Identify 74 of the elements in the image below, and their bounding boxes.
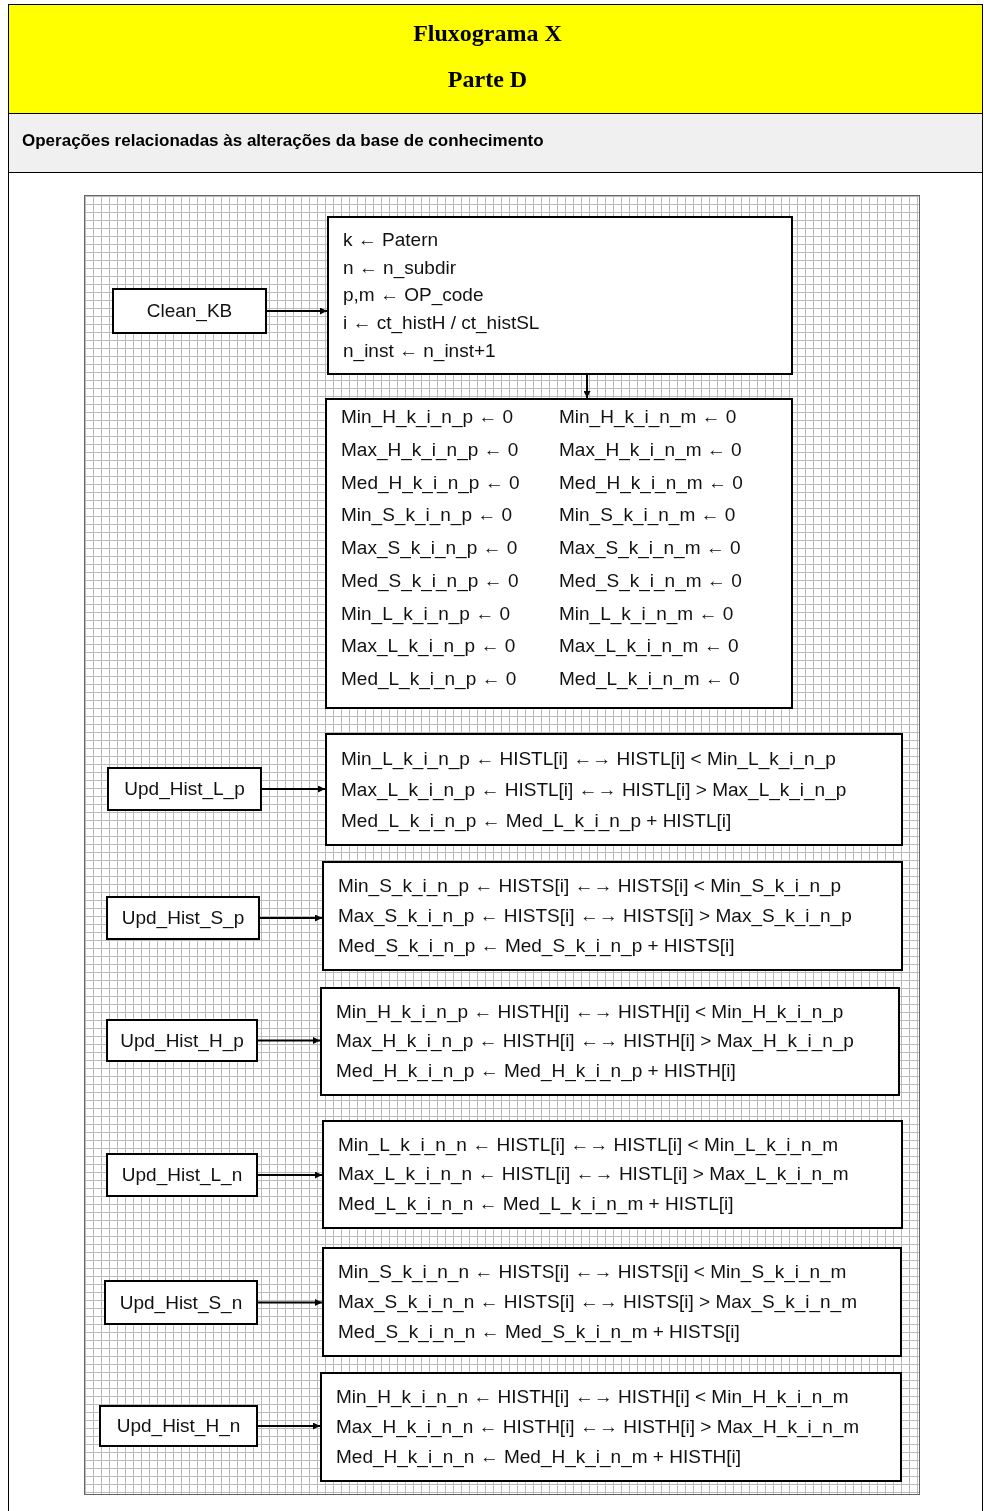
statement-text: i ← ct_histH / ct_histSL — [343, 312, 541, 335]
statement-text: Med_S_k_i_n_p ← Med_S_k_i_n_p + HISTS[i] — [338, 935, 736, 957]
statement-text: Max_H_k_i_n_p ← 0 — [341, 438, 520, 463]
statement-text: Min_L_k_i_n_p ← 0 — [341, 602, 511, 627]
subroutine-box — [106, 896, 260, 940]
process-box — [322, 1247, 902, 1357]
statement-text: Med_H_k_i_n_p ← 0 — [341, 471, 521, 496]
routine-name: Upd_Hist_L_n — [121, 1164, 243, 1186]
statement-text: Max_S_k_i_n_p ← HISTS[i] ←→ HISTS[i] > Max_S_k_i_n_p — [338, 905, 853, 927]
subroutine-box — [112, 288, 267, 334]
statement-text: Med_S_k_i_n_p ← 0 — [341, 569, 520, 594]
routine-name: Upd_Hist_S_p — [121, 907, 245, 929]
statement-text: Min_H_k_i_n_n ← HISTH[i] ←→ HISTH[i] < Min_H_k_i_n_m — [336, 1386, 850, 1408]
process-box — [325, 398, 793, 709]
statement-text: Max_L_k_i_n_m ← 0 — [559, 635, 740, 659]
process-box — [320, 1372, 902, 1482]
statement-text: Med_H_k_i_n_p ← Med_H_k_i_n_p + HISTH[i] — [336, 1060, 737, 1083]
statement-text: Max_H_k_i_n_p ← HISTH[i] ←→ HISTH[i] > Max_H_k_i_n_p — [336, 1030, 855, 1053]
statement-text: Max_L_k_i_n_p ← HISTL[i] ←→ HISTL[i] > Max_L_k_i_n_p — [341, 778, 848, 801]
statement-text: p,m ← OP_code — [343, 284, 485, 307]
arrow — [259, 914, 323, 922]
routine-name: Upd_Hist_S_n — [119, 1291, 243, 1314]
statement-text: Min_L_k_i_n_m ← 0 — [559, 602, 735, 627]
statement-text: Min_H_k_i_n_m ← 0 — [559, 406, 738, 430]
statement-text: Max_H_k_i_n_m ← 0 — [559, 438, 743, 463]
statement-text: n ← n_subdir — [343, 256, 457, 279]
statement-text: Min_S_k_i_n_n ← HISTS[i] ←→ HISTS[i] < Min_S_k_i_n_m — [338, 1261, 848, 1283]
statement-text: Med_H_k_i_n_n ← Med_H_k_i_n_m + HISTH[i] — [336, 1446, 742, 1468]
statement-text: Min_S_k_i_n_p ← 0 — [341, 504, 514, 528]
statement-text: Min_H_k_i_n_p ← 0 — [341, 406, 515, 430]
statement-text: Med_L_k_i_n_m ← 0 — [559, 668, 741, 692]
arrow — [261, 785, 326, 793]
routine-name: Upd_Hist_H_n — [116, 1415, 241, 1437]
statement-text: Min_H_k_i_n_p ← HISTH[i] ←→ HISTH[i] < Min_H_k_i_n_p — [336, 1000, 845, 1023]
statement-text: Max_S_k_i_n_p ← 0 — [341, 537, 519, 561]
process-box — [322, 861, 903, 971]
statement-text: k ← Patern — [343, 228, 440, 251]
process-box — [322, 1120, 903, 1229]
statement-text: Med_L_k_i_n_n ← Med_L_k_i_n_m + HISTL[i] — [338, 1193, 735, 1216]
statement-text: Max_L_k_i_n_n ← HISTL[i] ←→ HISTL[i] > Max_L_k_i_n_m — [338, 1163, 850, 1186]
statement-text: Med_L_k_i_n_p ← 0 — [341, 668, 518, 692]
arrow — [583, 374, 591, 399]
arrow — [257, 1422, 321, 1430]
process-box — [325, 733, 903, 846]
arrow — [266, 307, 328, 315]
statement-text: Med_S_k_i_n_m ← 0 — [559, 569, 743, 594]
statement-text: Med_S_k_i_n_n ← Med_S_k_i_n_m + HISTS[i] — [338, 1321, 741, 1343]
statement-text: Max_H_k_i_n_n ← HISTH[i] ←→ HISTH[i] > Max_H_k_i_n_m — [336, 1416, 861, 1438]
subroutine-box — [99, 1405, 258, 1447]
statement-text: Min_S_k_i_n_m ← 0 — [559, 504, 737, 528]
statement-text: Med_L_k_i_n_p ← Med_L_k_i_n_p + HISTL[i] — [341, 809, 733, 832]
arrow — [257, 1171, 323, 1179]
statement-text: Max_S_k_i_n_n ← HISTS[i] ←→ HISTS[i] > Max_S_k_i_n_m — [338, 1291, 858, 1313]
section-heading: Operações relacionadas às alterações da base de conhecimento — [22, 131, 544, 151]
statement-text: Med_H_k_i_n_m ← 0 — [559, 471, 744, 496]
arrow — [257, 1299, 323, 1306]
routine-name: Clean_KB — [146, 300, 233, 322]
statement-text: Min_L_k_i_n_n ← HISTL[i] ←→ HISTL[i] < Min_L_k_i_n_m — [338, 1133, 840, 1156]
statement-text: Max_L_k_i_n_p ← 0 — [341, 635, 517, 659]
process-box — [327, 216, 793, 375]
title: Fluxograma X — [412, 20, 563, 47]
routine-name: Upd_Hist_H_p — [120, 1029, 244, 1052]
statement-text: Max_S_k_i_n_m ← 0 — [559, 537, 742, 561]
subroutine-box — [107, 767, 262, 811]
subroutine-box — [106, 1019, 258, 1062]
statement-text: Min_S_k_i_n_p ← HISTS[i] ←→ HISTS[i] < Min_S_k_i_n_p — [338, 875, 843, 897]
arrow — [257, 1037, 321, 1044]
routine-name: Upd_Hist_L_p — [124, 778, 245, 800]
process-box — [320, 987, 900, 1096]
subroutine-box — [106, 1153, 258, 1197]
statement-text: Min_L_k_i_n_p ← HISTL[i] ←→ HISTL[i] < Min_L_k_i_n_p — [341, 747, 837, 770]
subroutine-box — [104, 1280, 258, 1325]
subtitle: Parte D — [446, 66, 529, 93]
statement-text: n_inst ← n_inst+1 — [343, 340, 497, 363]
